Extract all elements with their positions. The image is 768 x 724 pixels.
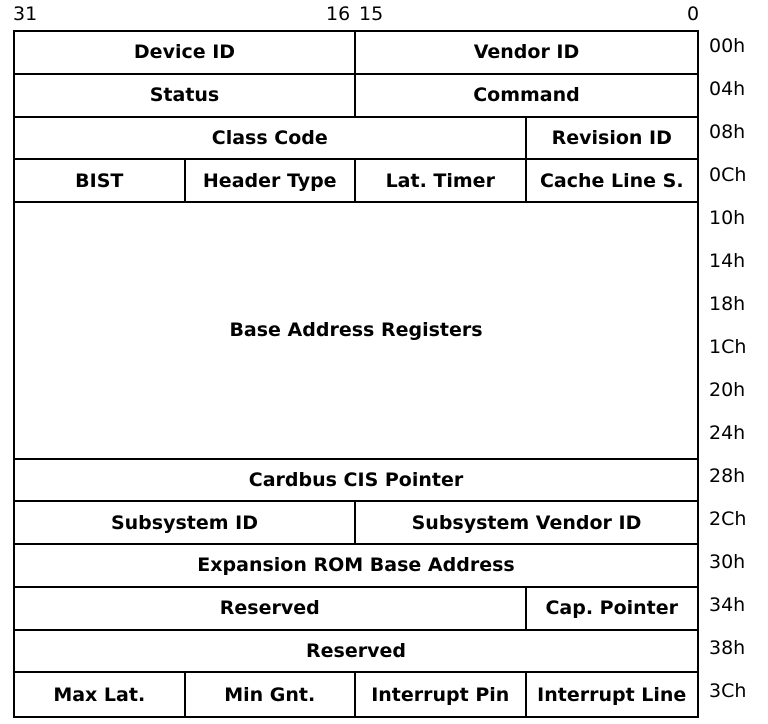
field-header-type: Header Type [185,160,356,203]
offset-label: 38h [709,637,746,659]
offset-label: 18h [709,293,746,315]
field-subsystem-id: Subsystem ID [15,502,356,545]
field-base-address-registers: Base Address Registers [15,203,697,460]
bit-label-16: 16 [326,3,351,25]
bit-label-15: 15 [359,3,384,25]
offset-label: 20h [709,379,746,401]
pci-config-header-table: Device ID Vendor ID Status Command Class… [13,30,699,718]
offset-label: 00h [709,35,746,57]
offset-label: 24h [709,422,746,444]
field-command: Command [356,75,697,118]
field-subsystem-vendor-id: Subsystem Vendor ID [356,502,697,545]
offset-column: 00h 04h 08h 0Ch 10h 14h 18h 1Ch 20h 24h … [709,30,765,718]
offset-label: 0Ch [709,164,747,186]
field-device-id: Device ID [15,32,356,75]
offset-label: 04h [709,78,746,100]
field-reserved-38h: Reserved [15,631,697,674]
offset-label: 3Ch [709,680,747,702]
offset-label: 08h [709,121,746,143]
field-status: Status [15,74,356,118]
offset-label: 28h [709,465,746,487]
field-interrupt-pin: Interrupt Pin [356,673,527,716]
offset-label: 30h [709,551,746,573]
field-cache-line-size: Cache Line S. [526,160,697,203]
field-expansion-rom-base-address: Expansion ROM Base Address [15,545,697,588]
offset-label: 2Ch [709,508,747,530]
offset-label: 34h [709,594,746,616]
offset-label: 10h [709,207,746,229]
field-bist: BIST [15,160,186,203]
offset-label: 14h [709,250,746,272]
bit-label-31: 31 [13,3,38,25]
field-interrupt-line: Interrupt Line [537,683,687,706]
field-min-gnt: Min Gnt. [186,673,356,716]
field-class-code: Class Code [15,117,527,161]
field-max-lat: Max Lat. [15,673,186,716]
field-revision-id: Revision ID [526,118,697,161]
offset-label: 1Ch [709,336,747,358]
field-reserved-34h: Reserved [15,587,527,631]
field-vendor-id: Vendor ID [356,32,697,75]
field-lat-timer: Lat. Timer [356,160,527,203]
bit-label-0: 0 [687,3,700,25]
field-cardbus-cis-pointer: Cardbus CIS Pointer [15,460,697,503]
field-cap-pointer: Cap. Pointer [526,588,697,631]
